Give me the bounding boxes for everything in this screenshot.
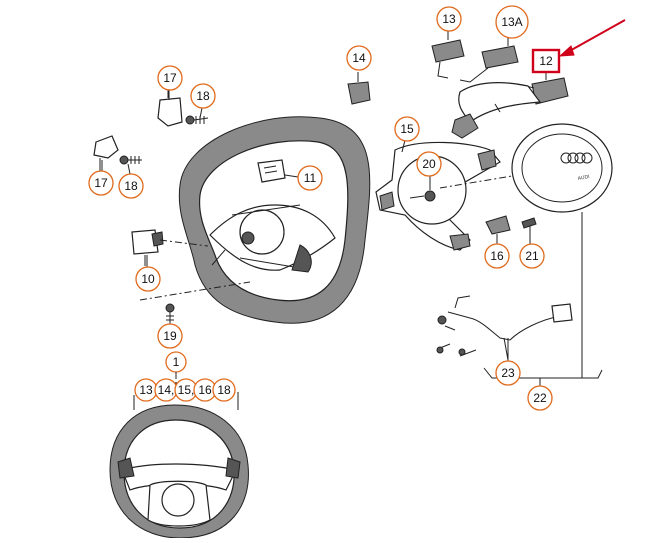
svg-text:14,: 14, — [158, 383, 175, 397]
paddle-trim-plate — [451, 82, 542, 139]
svg-text:18: 18 — [196, 89, 210, 103]
airbag-unit: AUDI — [439, 123, 613, 378]
callout-15: 15 — [394, 116, 420, 142]
svg-text:16: 16 — [198, 383, 212, 397]
svg-text:22: 22 — [533, 391, 547, 405]
part-16-clip — [485, 215, 511, 244]
callout-21: 21 — [519, 243, 545, 269]
part-11-switch — [257, 159, 299, 183]
steering-wheel-assembly — [109, 382, 249, 539]
svg-text:19: 19 — [163, 329, 177, 343]
callout-22: 22 — [527, 385, 553, 411]
callout-18-left: 18 — [118, 173, 144, 199]
red-arrow — [558, 19, 626, 57]
part-15-trim-cover — [375, 139, 501, 251]
callout-23: 23 — [495, 360, 521, 386]
part-13a-paddle — [459, 34, 519, 83]
svg-text:13: 13 — [139, 383, 153, 397]
part-21-pin — [521, 217, 537, 244]
callout-1: 1 — [165, 351, 187, 373]
airbag-brand-text: AUDI — [577, 174, 590, 182]
part-14-cover — [347, 72, 371, 105]
leader-lines — [101, 88, 541, 386]
callout-14-bottom: 14, — [154, 378, 178, 402]
svg-text:16: 16 — [490, 249, 504, 263]
part-10-switch — [131, 229, 209, 266]
svg-text:17: 17 — [163, 71, 177, 85]
svg-text:10: 10 — [141, 272, 155, 286]
part-18-screw-left — [119, 155, 142, 165]
part-18-screw-upper — [185, 115, 209, 125]
svg-text:1: 1 — [173, 355, 180, 369]
wiring-harness — [436, 295, 603, 379]
svg-text:21: 21 — [525, 249, 539, 263]
part-17-bracket-upper — [157, 88, 183, 127]
callout-12-highlighted: 12 — [531, 48, 561, 74]
svg-text:15: 15 — [400, 122, 414, 136]
callout-13-bottom: 13 — [134, 378, 158, 402]
svg-text:18: 18 — [217, 383, 231, 397]
svg-text:17: 17 — [94, 176, 108, 190]
callout-20: 20 — [416, 151, 442, 177]
svg-text:23: 23 — [501, 366, 515, 380]
svg-text:11: 11 — [304, 171, 317, 185]
svg-text:18: 18 — [124, 179, 138, 193]
audi-rings-logo — [560, 152, 593, 164]
callout-18-upper: 18 — [190, 83, 216, 109]
svg-text:20: 20 — [422, 157, 436, 171]
callout-17-upper: 17 — [157, 65, 183, 91]
callout-10: 10 — [135, 266, 161, 292]
callout-17-left: 17 — [88, 170, 114, 196]
svg-text:13A: 13A — [501, 15, 522, 29]
part-20-bolt — [409, 176, 436, 202]
part-13-paddle — [431, 30, 465, 79]
callout-14: 14 — [346, 45, 372, 71]
callout-11: 11 — [297, 165, 323, 191]
callout-13: 13 — [436, 6, 462, 32]
svg-text:12: 12 — [539, 54, 553, 68]
callout-16: 16 — [484, 243, 510, 269]
callout-18-bottom: 18 — [212, 378, 236, 402]
callout-19: 19 — [157, 323, 183, 349]
part-17-bracket-left — [93, 135, 119, 172]
callout-13a: 13A — [495, 5, 529, 39]
svg-text:15,: 15, — [178, 383, 195, 397]
steering-wheel-main — [178, 116, 371, 324]
svg-text:14: 14 — [352, 51, 366, 65]
svg-text:13: 13 — [442, 12, 456, 26]
